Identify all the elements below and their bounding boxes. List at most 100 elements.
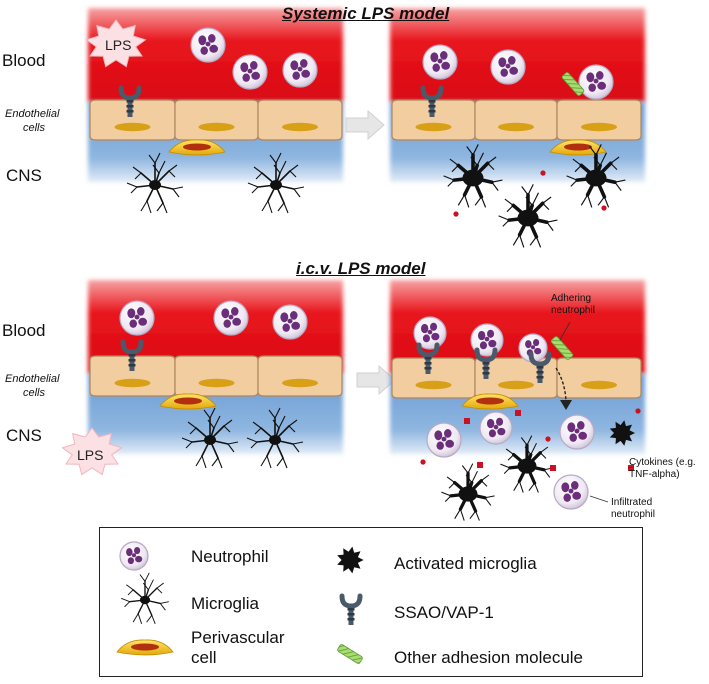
adhering-line2: neutrophil	[551, 305, 595, 316]
activated-microglia	[443, 144, 503, 208]
neutrophil	[490, 49, 526, 85]
endothelial-nucleus	[114, 122, 151, 132]
endothelial-nucleus	[198, 378, 235, 388]
perivascular-line1: Perivascular	[191, 628, 285, 647]
cytokine-square	[628, 465, 634, 471]
endothelial-label-bottom: Endothelial cells	[5, 372, 59, 400]
neutrophil	[559, 414, 595, 450]
endothelial-cell	[391, 357, 476, 399]
neutrophil	[479, 411, 513, 445]
endothelial-cell	[556, 99, 642, 141]
neutrophil	[426, 422, 462, 458]
adhering-line1: Adhering	[551, 293, 592, 304]
endothelial-line1: Endothelial	[5, 108, 60, 120]
endothelial-cell	[474, 99, 558, 141]
infiltrated-neutrophil-note: Infiltrated neutrophil	[611, 497, 655, 521]
legend-activated-microglia-label: Activated microglia	[394, 554, 537, 573]
ssao-vap1	[416, 342, 440, 374]
blood-label-bottom: Blood	[2, 321, 46, 340]
cytokine-square	[515, 410, 521, 416]
legend-icons	[116, 541, 364, 664]
adhesion-molecule	[561, 72, 585, 96]
endothelial-cell	[174, 355, 259, 397]
endothelial-line1: Endothelial	[5, 373, 60, 385]
ssao-vap1	[528, 351, 552, 383]
perivascular-line2: cell	[191, 648, 217, 667]
infiltrated-line2: neutrophil	[611, 509, 655, 520]
neutrophil	[119, 300, 155, 336]
cytokine-dot	[453, 211, 459, 217]
activated-microglia	[498, 184, 558, 248]
legend-neutrophil-label: Neutrophil	[191, 547, 269, 566]
systemic-model-title: Systemic LPS model	[282, 4, 450, 23]
neutrophil	[282, 52, 318, 88]
microglia	[126, 152, 184, 214]
legend-microglia-icon	[121, 572, 169, 624]
adhering-neutrophil	[413, 316, 447, 350]
neutrophil	[272, 304, 308, 340]
adhering-neutrophil-note: Adhering neutrophil	[551, 293, 595, 317]
icv-model-title: i.c.v. LPS model	[296, 259, 426, 278]
cytokine-square	[477, 462, 483, 468]
infiltrated-neutrophil	[553, 474, 589, 510]
endothelial-nucleus	[282, 378, 318, 388]
neutrophil	[232, 54, 268, 90]
cytokine-dot	[635, 408, 641, 414]
icv-transition-arrow	[356, 364, 396, 396]
endothelial-cell	[257, 99, 343, 141]
adhesion-molecule	[550, 336, 574, 360]
systemic-after-endothelium	[391, 99, 642, 141]
endothelial-label-top: Endothelial cells	[5, 107, 59, 135]
endothelial-nucleus	[114, 378, 151, 388]
legend-box: Neutrophil Microglia Perivascular cell A…	[99, 527, 643, 677]
legend-activated-microglia-icon	[337, 546, 364, 574]
activated-microglia	[609, 420, 635, 446]
microglia	[247, 152, 305, 214]
systemic-transition-arrow	[345, 109, 385, 141]
microglia	[246, 407, 304, 469]
perivascular-cell	[549, 139, 607, 156]
lps-burst-icv	[61, 427, 123, 476]
cytokine-dot	[420, 459, 426, 465]
endothelial-nucleus	[581, 380, 617, 390]
legend-perivascular-icon	[116, 639, 174, 656]
endothelial-nucleus	[498, 380, 534, 390]
legend-microglia-label: Microglia	[191, 594, 260, 613]
legend-ssao-label: SSAO/VAP-1	[394, 603, 494, 622]
lps-burst-systemic	[85, 19, 147, 68]
cytokine-dot	[545, 436, 551, 442]
ssao-vap1	[118, 85, 142, 117]
legend-neutrophil-icon	[119, 541, 149, 571]
infiltrated-pointer-line	[589, 495, 609, 503]
ssao-vap1	[120, 339, 144, 371]
cytokines-line2: TNF-alpha)	[629, 469, 680, 480]
neutrophil	[213, 300, 249, 336]
endothelial-line2: cells	[23, 387, 46, 399]
cytokine-square	[464, 418, 470, 424]
ssao-vap1	[420, 85, 444, 117]
endothelial-cell	[556, 357, 642, 399]
endothelial-nucleus	[581, 122, 617, 132]
endothelial-cell	[257, 355, 343, 397]
systemic-before-endothelium	[89, 99, 343, 141]
transmigration-arrowhead	[560, 400, 572, 410]
neutrophil	[190, 27, 226, 63]
cns-label-bottom: CNS	[6, 426, 42, 445]
activated-microglia	[566, 144, 626, 208]
legend-ssao-icon	[339, 593, 363, 625]
endothelial-nucleus	[282, 122, 318, 132]
activated-microglia	[441, 463, 495, 521]
legend-other-adhesion-label: Other adhesion molecule	[394, 648, 584, 667]
endothelial-nucleus	[415, 380, 452, 390]
endothelial-nucleus	[415, 122, 452, 132]
ssao-vap1	[474, 347, 498, 379]
perivascular-cell	[168, 139, 226, 156]
icv-before-endothelium	[89, 355, 343, 397]
infiltrated-line1: Infiltrated	[611, 497, 653, 508]
adhering-neutrophil	[518, 333, 548, 363]
cytokine-dot	[540, 170, 546, 176]
activated-microglia	[500, 435, 554, 493]
endothelial-line2: cells	[23, 122, 46, 134]
cytokines-line1: Cytokines (e.g.	[629, 457, 696, 468]
